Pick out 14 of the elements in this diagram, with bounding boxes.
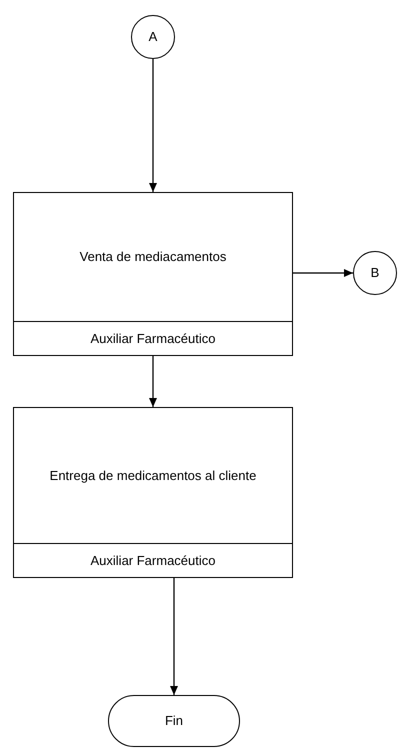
process-label: Venta de mediacamentos [80,248,226,266]
process-label: Entrega de medicamentos al cliente [50,466,256,485]
process-box [13,407,293,578]
arrow [293,269,353,277]
node-label: B [370,264,380,282]
arrow [149,356,157,407]
process-box [13,192,293,356]
role-label: Auxiliar Farmacéutico [90,552,216,570]
terminator [108,695,240,747]
node-label: Fin [164,712,184,730]
arrow [149,59,157,192]
arrow [170,578,178,695]
role-label: Auxiliar Farmacéutico [90,330,216,348]
node-label: A [148,28,158,46]
